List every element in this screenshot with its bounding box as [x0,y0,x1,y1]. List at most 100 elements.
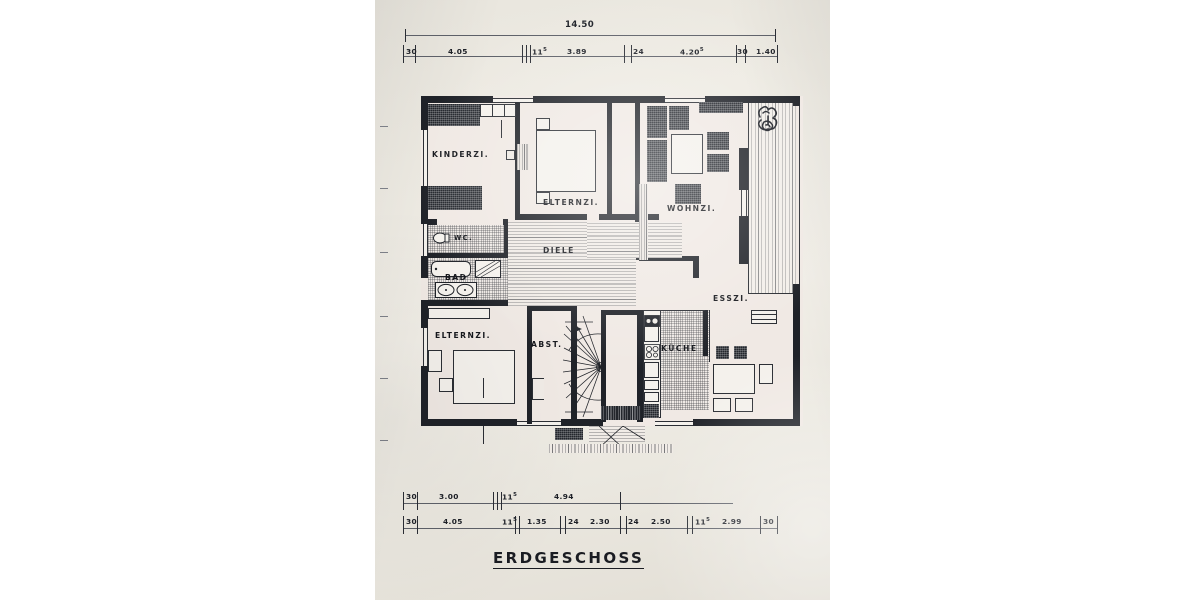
dim-top-8: 1.40 [756,47,776,56]
wall-exterior-bottom-mid [561,419,603,426]
wall-interior-eltern-east [607,102,612,220]
dim-bot-l-2: 4.05 [443,517,463,526]
wall-interior-wohn-west [635,102,640,220]
kueche-upper-cabinets [661,310,705,311]
dim-bot-u-3: 115 [502,492,518,502]
dim-bot-u-2: 3.00 [439,492,459,501]
wall-exterior-left-e [421,366,428,426]
wall-interior-abst-east [571,306,577,424]
floor-plan-drawing: KINDERZI. ELTERNZI. WOHNZI. WC. BAD DIEL… [403,88,803,453]
esszi-chair-e [759,364,773,384]
kinderzi-wardrobe [480,104,516,117]
kueche-hob-icon [644,312,660,327]
kinderzi-door-swing [501,120,502,138]
elternzi-door [517,144,529,170]
esszi-chair-c [713,398,731,412]
elternzi-top-nightstand-r [536,192,550,204]
dim-top-4: 3.89 [567,47,587,56]
room-label-kinderzi: KINDERZI. [432,150,490,159]
kueche-appliance-b [644,392,659,402]
wall-exterior-right-c [739,216,748,264]
wall-exterior-left-c [421,256,428,278]
dim-bot-l-8: 2.50 [651,517,671,526]
esszi-partition [709,310,710,362]
dim-bot-l-5: 24 [568,517,580,526]
elternzi-bottom-nightstand-r [439,378,453,392]
bad-shower [475,260,501,278]
wc-toilet-icon [432,230,450,246]
dim-bot-u-1: 30 [406,492,418,501]
kueche-sink-icon [644,344,660,360]
wall-interior-abst-west [527,306,532,424]
letterbox-left [0,0,375,600]
kueche-cabinet-b [644,362,659,378]
wohnzi-shelf-top [699,102,743,113]
abst-shelf [532,378,544,400]
wall-exterior-top-mid [533,96,665,103]
elternzi-top-bed [536,130,596,192]
window-left-1 [423,130,428,186]
bad-bathtub [431,261,471,277]
kinderzi-bed-2 [428,186,482,210]
elternzi-top-nightstand-l [536,118,550,130]
elternzi-bottom-door-swing-b [483,426,484,444]
dim-bot-l-9: 115 [695,517,711,527]
room-label-elternzi-bottom: ELTERNZI. [435,331,492,340]
elternzi-door-panel [506,150,515,160]
wohnzi-sofa-left [647,140,667,182]
floor-plan-photo: 14.50 30 4.05 115 3.89 24 4.205 30 1.40 [375,0,830,600]
diele-floor-ext [587,222,682,258]
wall-interior-eltern-south [515,214,587,220]
wall-exterior-right-d [793,284,800,426]
wohnzi-sofa-top-b [669,106,689,130]
window-bottom-2 [655,421,693,426]
wall-interior-wc-bad-left [428,219,437,225]
room-label-kueche: KÜCHE [661,344,698,353]
wc-floor [428,225,504,253]
wall-exterior-bottom-right [693,419,800,426]
room-label-wohnzi: WOHNZI. [667,204,717,213]
dim-top-2: 4.05 [448,47,468,56]
kinderzi-bed-1 [428,104,480,126]
esszi-sideboard-div-1 [751,314,777,315]
dim-top-5: 24 [633,47,645,56]
wall-interior-abst-top [527,306,577,311]
wall-interior-wc-bad [428,253,503,258]
room-label-elternzi-top: ELTERNZI. [543,198,600,207]
window-bottom-1 [517,421,561,426]
kinderzi-wardrobe-div-2 [504,104,505,117]
wohnzi-armchair-b [707,154,729,172]
wohnzi-table [671,134,703,174]
wall-exterior-right-b [739,148,748,190]
wohnzi-curtain-west [639,184,648,260]
dim-bot-l-6: 2.30 [590,517,610,526]
dim-top-7: 30 [737,47,749,56]
dim-top-3: 115 [532,47,548,57]
esszi-chair-a [716,346,729,359]
terrace-upper [748,98,796,294]
window-left-3 [423,328,428,366]
kueche-wall-east [703,310,708,356]
kinderzi-wardrobe-div-1 [492,104,493,117]
kueche-appliance-a [644,380,659,390]
window-top-2 [665,98,705,103]
window-right-1 [741,190,747,216]
letterbox-right [830,0,1200,600]
kueche-fridge [644,404,659,418]
wall-interior-stair-east [637,310,643,422]
esszi-chair-b [734,346,747,359]
elternzi-bottom-nightstand-l [428,350,442,372]
wall-exterior-left-a [421,96,428,130]
esszi-chair-d [735,398,753,412]
dim-bot-l-10: 2.99 [722,517,742,526]
room-label-wc: WC. [454,234,474,242]
room-label-abst: ABST. [531,340,563,349]
plan-title: ERDGESCHOSS [493,549,645,569]
wohnzi-tv [675,184,701,204]
entry-mat [555,428,583,440]
wall-exterior-right-a [793,96,800,106]
elternzi-bottom-wardrobe [428,308,490,319]
dim-top-overall: 14.50 [565,20,595,30]
wall-interior-stair-west [601,310,606,422]
